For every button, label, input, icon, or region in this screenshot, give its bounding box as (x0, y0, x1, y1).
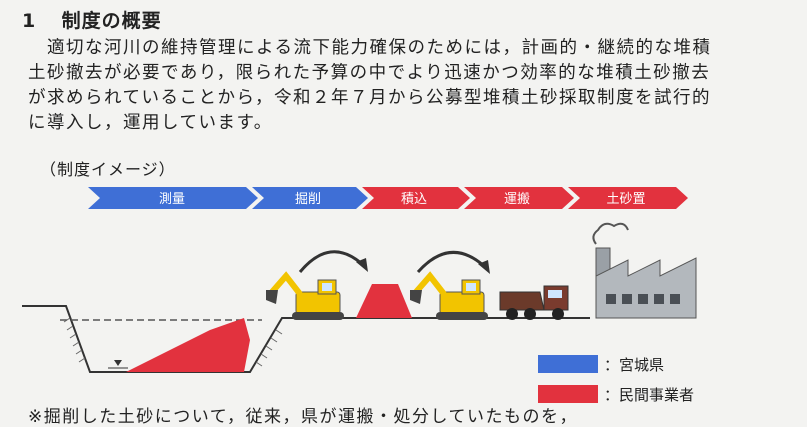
stage-label-excavate: 掘削 (295, 192, 321, 207)
legend-swatch (538, 355, 598, 373)
excavator-icon (410, 271, 488, 320)
legend-label: ：宮城県 (604, 355, 665, 374)
legend-item-prefecture: ：宮城県 (538, 352, 694, 376)
stage-label-disposal: 土砂置 (606, 192, 645, 207)
footnote: ※掘削した土砂について，従来，県が運搬・処分していたものを， (28, 407, 579, 427)
process-arrows (88, 187, 688, 209)
overview-paragraph: 適切な河川の維持管理による流下能力確保のためには，計画的・継続的な堆積 土砂撤去… (28, 36, 788, 136)
stage-arrow-survey (88, 187, 258, 209)
system-diagram: 測量 掘削 積込 運搬 土砂置 (22, 187, 697, 373)
legend-item-private: ：民間事業者 (538, 382, 694, 406)
factory-icon (592, 222, 697, 319)
diagram-caption: （制度イメージ） (40, 160, 176, 179)
stage-arrow-load (362, 187, 470, 209)
stage-arrow-transport (464, 187, 574, 209)
paragraph-line: 土砂撤去が必要であり，限られた予算の中でより迅速かつ効率的な堆積土砂撤去 (28, 63, 711, 83)
section-title: 制度の概要 (61, 10, 162, 32)
paragraph-line: 適切な河川の維持管理による流下能力確保のためには，計画的・継続的な堆積 (28, 38, 712, 58)
dump-truck-icon (499, 285, 569, 320)
stage-arrow-disposal (568, 187, 688, 209)
legend-swatch (538, 385, 598, 403)
excavator-icon (266, 271, 344, 320)
legend-label: ：民間事業者 (604, 385, 695, 404)
section-number: 1 (22, 10, 37, 32)
stage-arrow-excavate (252, 187, 368, 209)
stage-label-transport: 運搬 (504, 192, 530, 207)
legend: ：宮城県 ：民間事業者 (538, 352, 694, 412)
stage-label-survey: 測量 (159, 192, 185, 207)
stage-label-load: 積込 (401, 192, 427, 207)
curved-arrow-icon (416, 251, 490, 274)
sediment-deposit (126, 318, 250, 372)
section-heading: 1 制度の概要 (22, 6, 162, 33)
sediment-pile (356, 284, 412, 318)
curved-arrow-icon (298, 250, 368, 273)
paragraph-line: が求められていることから，令和２年７月から公募型堆積土砂採取制度を試行的 (28, 88, 711, 108)
paragraph-line: に導入し，運用しています。 (28, 113, 273, 133)
